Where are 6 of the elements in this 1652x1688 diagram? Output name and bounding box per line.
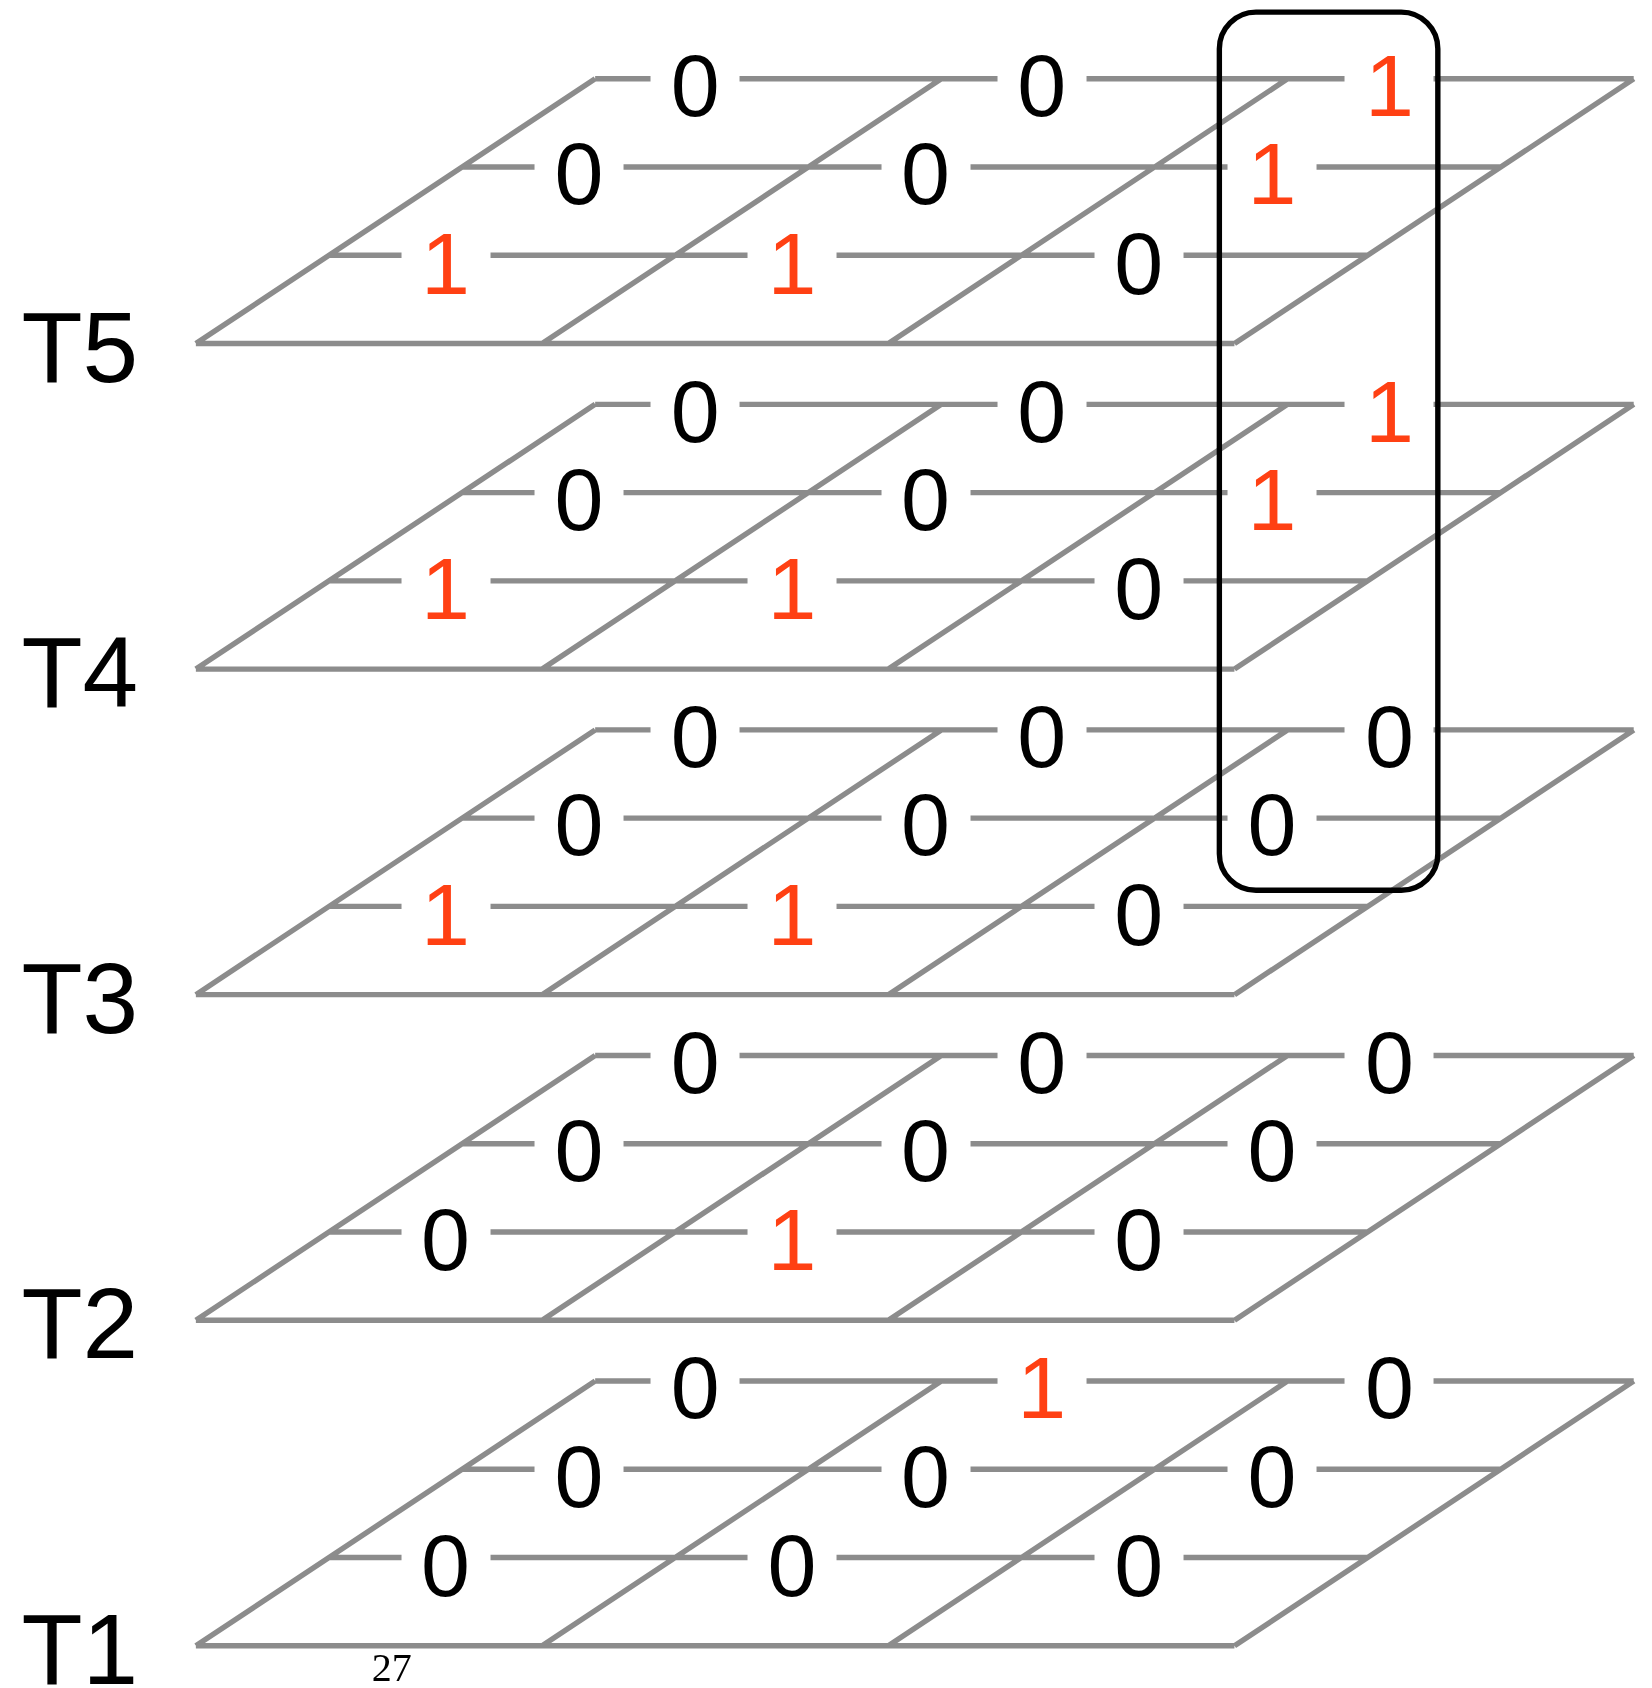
page-number: 27 [371, 1648, 412, 1688]
layer-label: T3 [21, 947, 139, 1048]
layer-label: T4 [21, 622, 139, 723]
layer-label: T2 [21, 1273, 139, 1374]
layer-label: T5 [21, 296, 139, 397]
layer-label: T1 [21, 1598, 139, 1688]
